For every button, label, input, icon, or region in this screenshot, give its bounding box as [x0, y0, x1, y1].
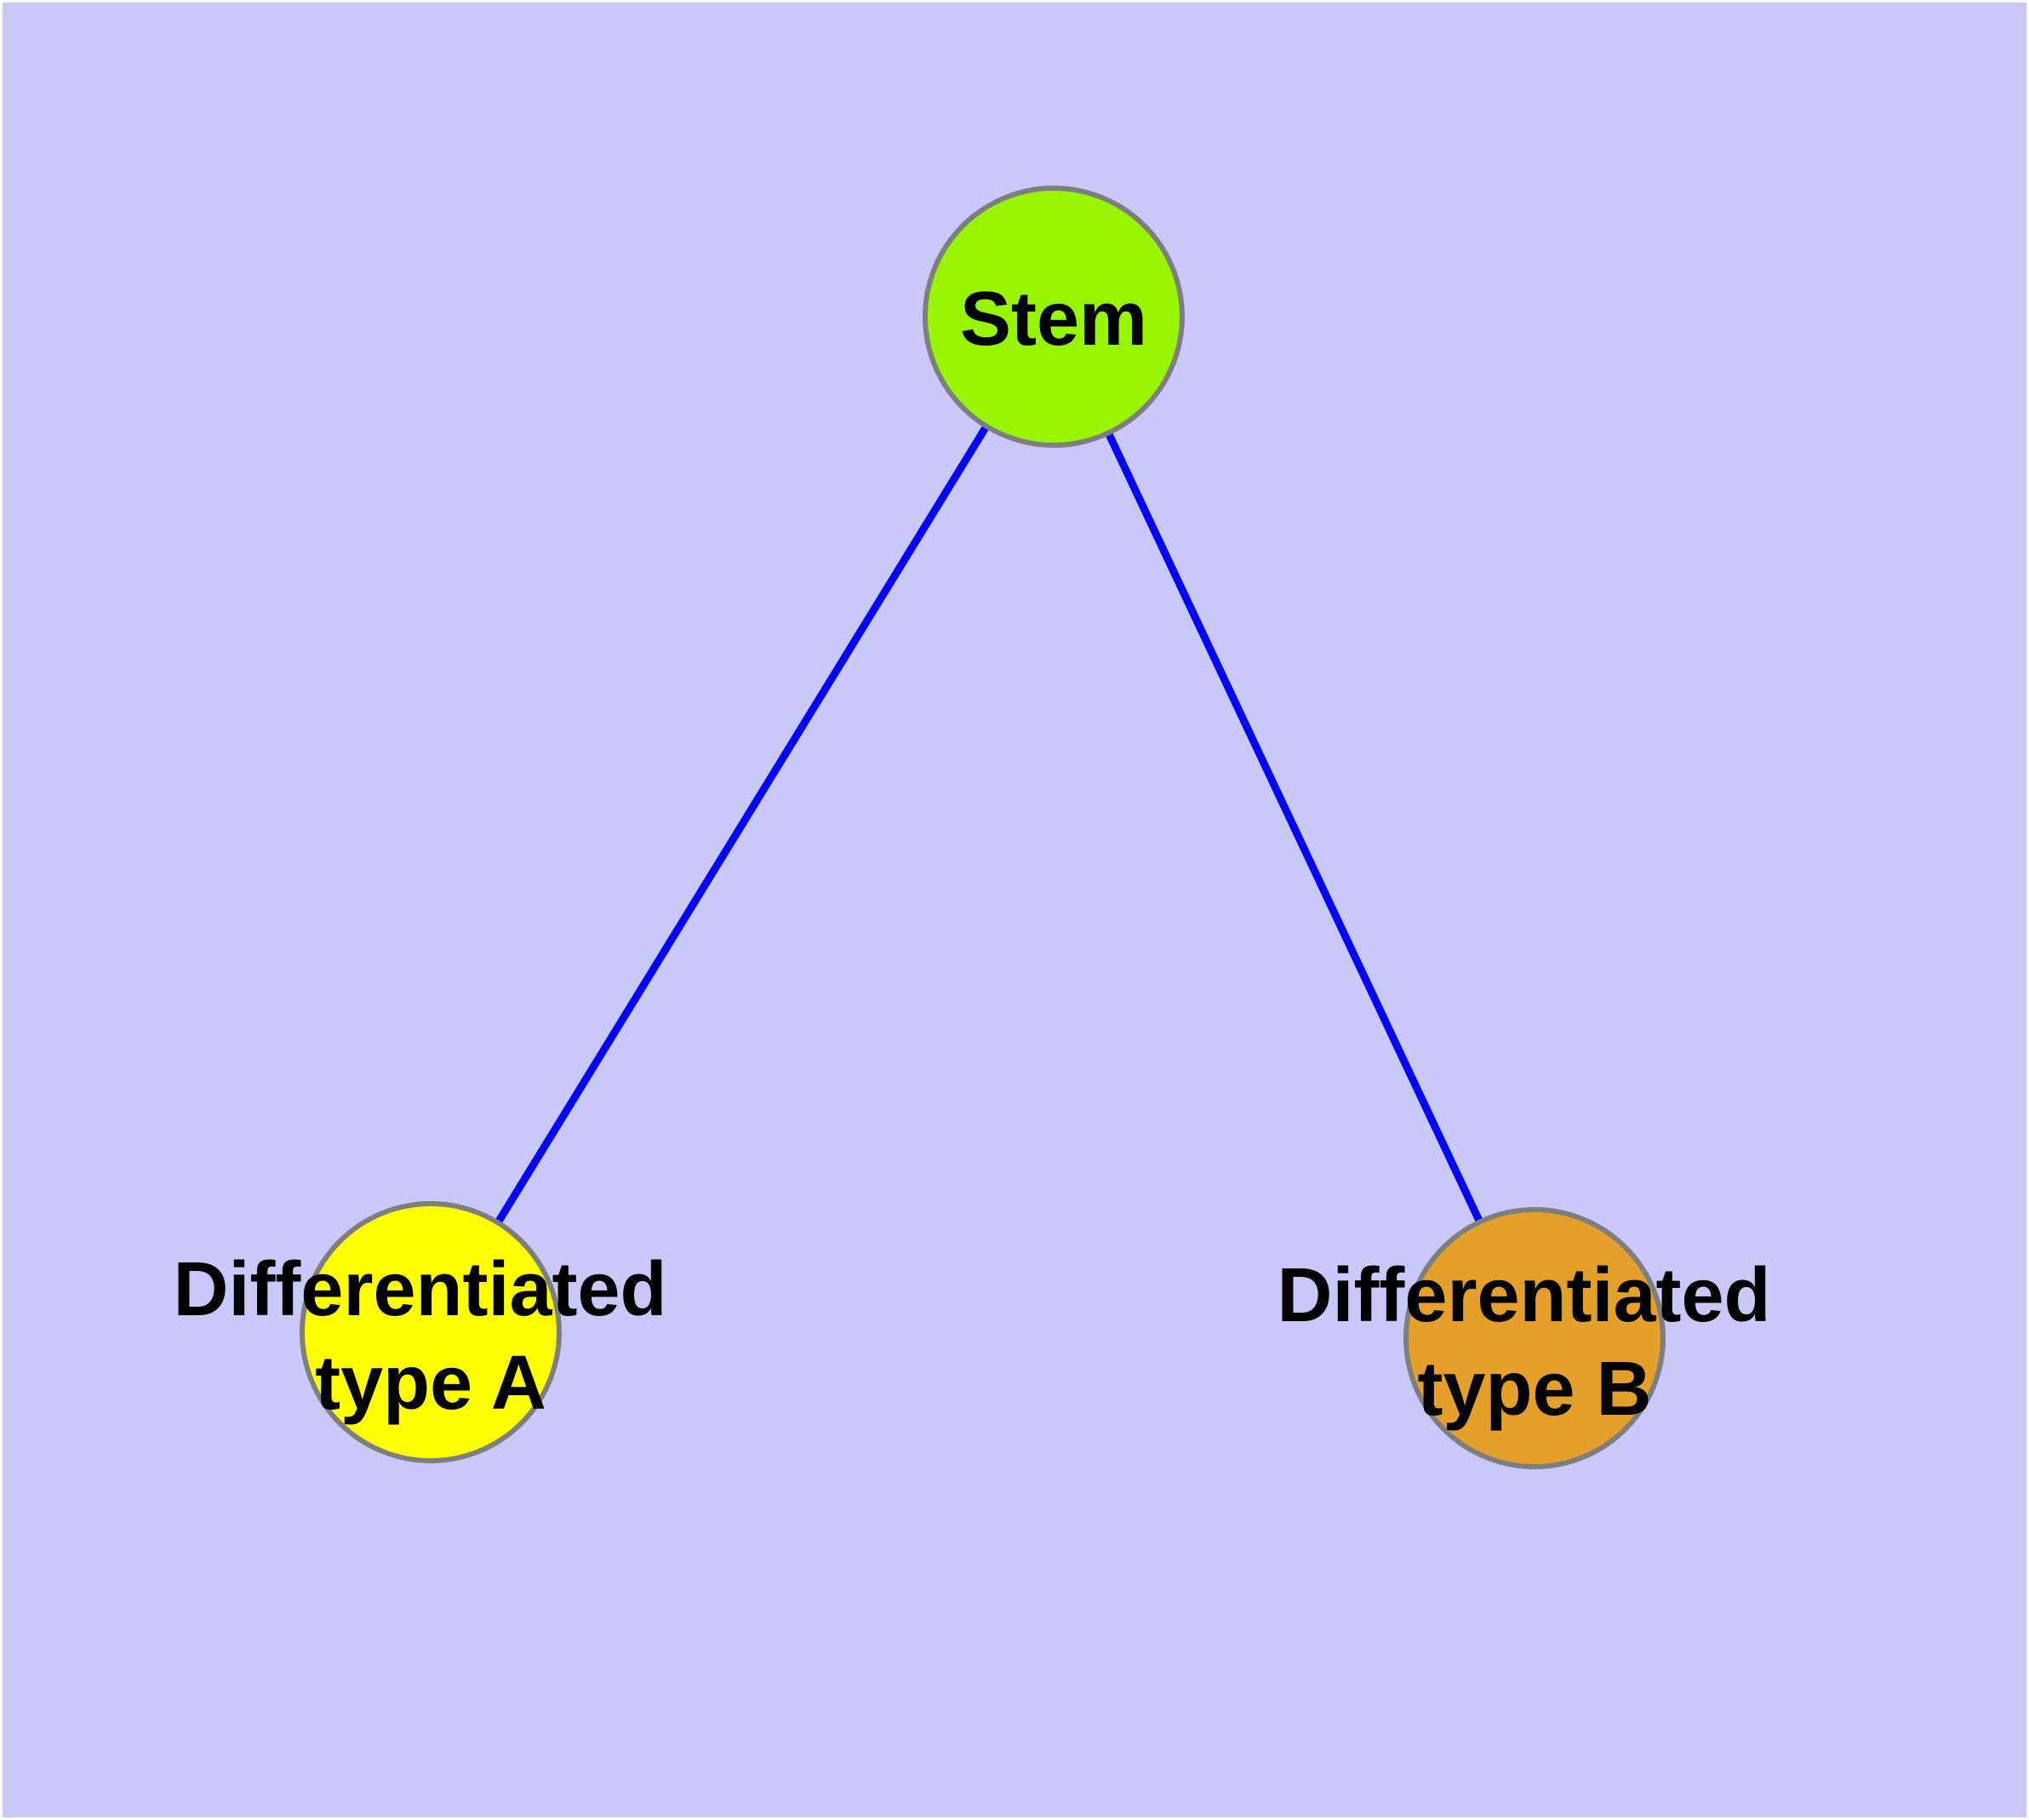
node-type-a-circle [300, 1201, 562, 1463]
node-stem-label: Stem [960, 277, 1147, 362]
label-line: type A [315, 1341, 546, 1426]
label-line: Differentiated [1277, 1253, 1770, 1338]
node-type-b-label: Differentiated type B [1277, 1253, 1792, 1432]
node-stem-circle [923, 186, 1185, 448]
label-line: type B [1417, 1347, 1651, 1432]
node-type-b-circle [1403, 1207, 1666, 1469]
edge-stem-to-type-a [427, 314, 1057, 1335]
label-line: Differentiated [173, 1247, 666, 1332]
node-type-a-label: Differentiated type A [173, 1247, 688, 1426]
edge-stem-to-type-b [1049, 315, 1539, 1340]
